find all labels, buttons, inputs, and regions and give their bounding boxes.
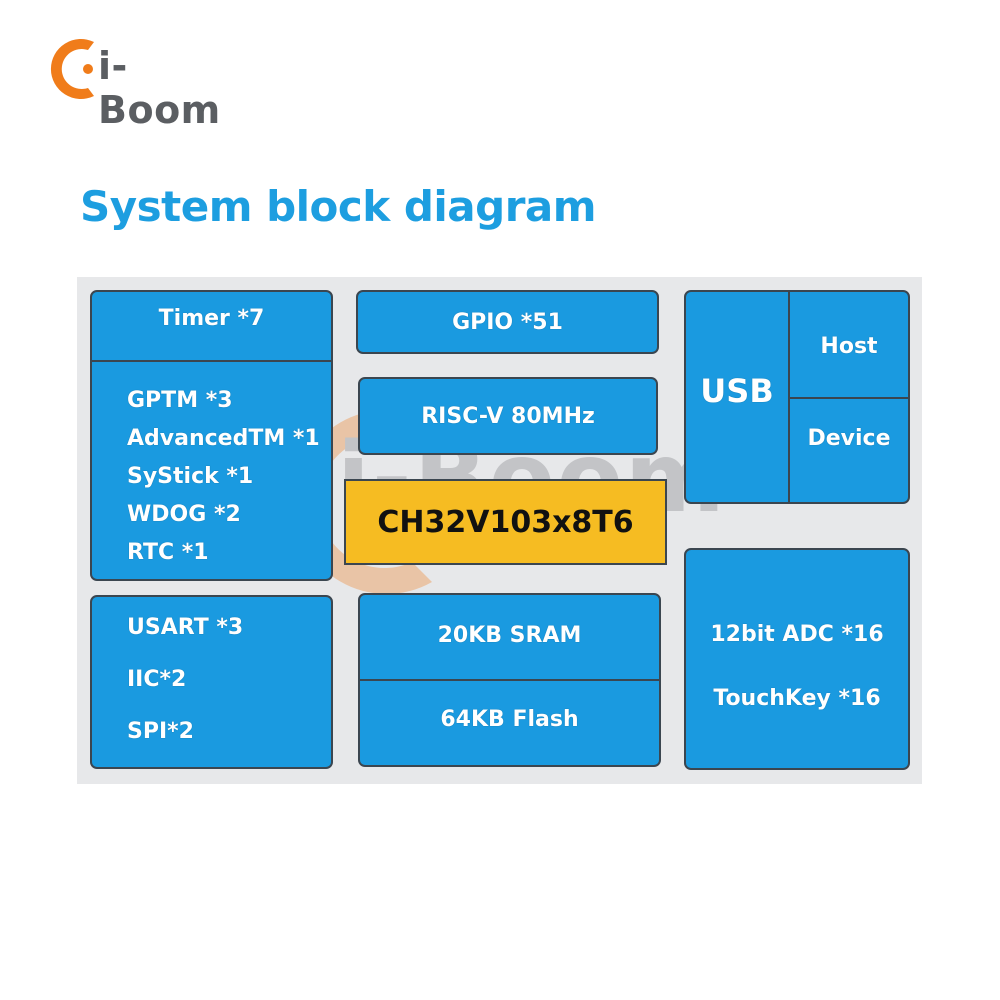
timer-item: GPTM *3	[127, 388, 233, 413]
serial-item: SPI*2	[127, 719, 194, 744]
logo-text: i-Boom	[98, 44, 221, 132]
memory-block: 20KB SRAM 64KB Flash	[358, 593, 661, 767]
block-diagram: i-Boom Timer *7 GPTM *3 AdvancedTM *1 Sy…	[77, 277, 922, 784]
gpio-block: GPIO *51	[356, 290, 659, 354]
sram-label: 20KB SRAM	[437, 623, 582, 648]
logo-swoosh-icon	[50, 39, 94, 99]
timer-item: SyStick *1	[127, 464, 254, 489]
serial-item: USART *3	[127, 615, 244, 640]
timer-item: AdvancedTM *1	[127, 426, 320, 451]
usb-block: USB Host Device	[684, 290, 910, 504]
usb-device-label: Device	[807, 426, 891, 451]
cpu-block: RISC-V 80MHz	[358, 377, 658, 455]
timer-item: RTC *1	[127, 540, 209, 565]
serial-item: IIC*2	[127, 667, 187, 692]
usb-host-label: Host	[820, 334, 878, 359]
usb-title: USB	[700, 372, 774, 410]
usb-vdivider	[788, 292, 790, 502]
memory-divider	[360, 679, 659, 681]
chip-name: CH32V103x8T6	[344, 479, 667, 565]
flash-label: 64KB Flash	[440, 707, 579, 732]
usb-hdivider	[790, 397, 908, 399]
analog-block: 12bit ADC *16 TouchKey *16	[684, 548, 910, 770]
timer-item: WDOG *2	[127, 502, 241, 527]
touchkey-label: TouchKey *16	[713, 686, 881, 711]
brand-logo: i-Boom	[36, 34, 236, 132]
timer-title: Timer *7	[158, 306, 265, 331]
serial-block: USART *3 IIC*2 SPI*2	[90, 595, 333, 769]
page-title: System block diagram	[80, 182, 597, 231]
adc-label: 12bit ADC *16	[710, 622, 884, 647]
timer-divider	[92, 360, 331, 362]
timer-block: Timer *7 GPTM *3 AdvancedTM *1 SyStick *…	[90, 290, 333, 581]
